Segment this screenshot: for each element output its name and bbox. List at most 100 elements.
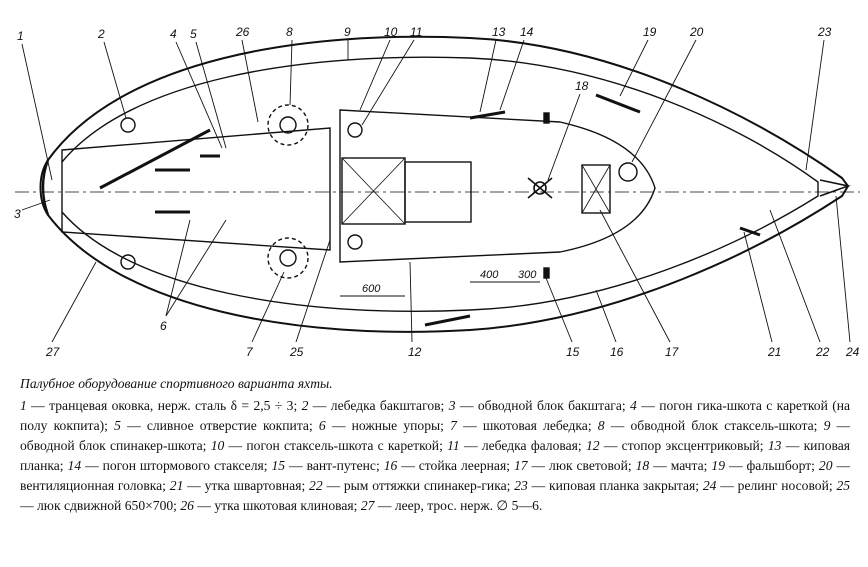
callout-18: 18 [575,79,589,93]
dimension-300: 300 [518,269,537,281]
caption-item-18: 18 — мачта; [635,458,708,473]
callout-5: 5 [190,27,197,41]
caption-item-16: 16 — стойка леерная; [383,458,510,473]
winches [120,104,363,279]
callout-24: 24 [845,345,860,359]
caption-item-text: стойка леерная; [418,458,510,473]
caption-item-number: 8 [597,418,605,433]
hatch-cross-2 [341,157,406,225]
hull-outline [39,35,850,333]
mast [527,177,553,199]
callout-14: 14 [520,25,534,39]
caption-item-10: 10 — погон стаксель-шкота с кареткой; [210,438,443,453]
caption-item-text: лебедка бакштагов; [330,398,445,413]
caption-title: Палубное оборудование спортивного вариан… [20,376,333,391]
callout-3: 3 [14,207,21,221]
caption-item-5: 5 — сливное отверстие кокпита; [114,418,313,433]
caption-item-text: вентиляционная головка; [20,478,166,493]
callout-25: 25 [289,345,304,359]
callout-4: 4 [170,27,177,41]
caption-item-14: 14 — погон штормового стакселя; [67,458,268,473]
caption-item-text: утка шкотовая клиновая; [214,498,358,513]
skylight [581,164,611,214]
caption-item-text: вант-путенс; [306,458,380,473]
caption-item-text: утка шварт­овная; [204,478,306,493]
caption-item-number: 22 [309,478,323,493]
callout-26: 26 [235,25,250,39]
caption-item-text: обводной блок стаксель-шкота; [630,418,818,433]
callout-10: 10 [384,25,398,39]
caption-item-23: 23 — киповая планка закрытая; [514,478,700,493]
caption-item-number: 4 [630,398,637,413]
caption-item-number: 11 [447,438,460,453]
caption-item-text: погон штормового стакселя; [102,458,268,473]
dimension-400: 400 [480,269,499,281]
caption-item-number: 20 [818,458,833,473]
caption-item-text: люк сдвижной 650×700; [37,498,177,513]
dimension-marks [340,281,540,297]
callout-20: 20 [689,25,704,39]
figure-caption: Палубное оборудование спортивного вариан… [20,374,850,516]
caption-item-9: 9 — обводной блок спинакер-шкота; [20,418,851,453]
caption-item-number: 7 [450,418,457,433]
caption-item-text: транцевая оковка, нерж. сталь δ = 2,5 ÷ … [49,398,298,413]
chainplate-upper [543,112,550,124]
caption-item-3: 3 — обводной блок бакштага; [448,398,626,413]
caption-item-number: 16 [383,458,398,473]
caption-item-22: 22 — рым оттяжки спинакер-гика; [309,478,511,493]
caption-item-6: 6 — ножные упоры; [318,418,444,433]
caption-item-number: 14 [67,458,82,473]
caption-item-number: 9 [823,418,831,433]
caption-item-text: рым оттяжки спинакер-гика; [343,478,511,493]
caption-item-text: релинг носовой; [737,478,833,493]
callout-8: 8 [286,25,293,39]
caption-item-2: 2 — лебедка бакштагов; [301,398,445,413]
caption-item-12: 12 — стопор эксцентриковый; [585,438,764,453]
leader-lines [21,39,851,343]
caption-item-21: 21 — утка шварт­овная; [169,478,306,493]
caption-item-number: 1 [20,398,27,413]
callout-19: 19 [643,25,657,39]
chainplate-lower [543,267,550,279]
callout-17: 17 [665,345,680,359]
callout-27: 27 [45,345,61,359]
caption-item-text: ножные упоры; [351,418,444,433]
caption-item-1: 1 — транцевая оковка, нерж. сталь δ = 2,… [20,398,298,413]
caption-item-19: 19 — фальшборт; [711,458,815,473]
callout-1: 1 [17,29,24,43]
callout-6: 6 [160,319,167,333]
callout-2: 2 [97,27,105,41]
caption-body: 1 — транцевая оковка, нерж. сталь δ = 2,… [20,396,850,516]
deck-plan-figure: 600 400 300 1 2 3 4 5 26 8 9 10 11 13 14… [14,25,860,359]
caption-item-text: киповая планка; [20,438,851,473]
dimension-600: 600 [362,283,381,295]
mainsheet-traveller [99,128,211,190]
caption-item-text: люк световой; [549,458,632,473]
caption-item-number: 13 [767,438,782,453]
caption-item-27: 27 — леер, трос. нерж. ∅ 5—6. [360,498,543,513]
caption-item-number: 2 [301,398,309,413]
callout-15: 15 [566,345,580,359]
caption-item-number: 12 [585,438,600,453]
vent-head [618,162,638,182]
caption-item-number: 25 [836,478,851,493]
caption-item-text: киповая планка закрытая; [549,478,700,493]
caption-item-number: 17 [513,458,528,473]
caption-item-text: обводной блок спинакер-шкота; [20,438,207,453]
callout-9: 9 [344,25,351,39]
caption-item-number: 3 [448,398,456,413]
caption-item-26: 26 — утка шкотовая клиновая; [180,498,358,513]
caption-item-number: 19 [711,458,725,473]
caption-item-number: 10 [210,438,225,453]
caption-item-number: 27 [360,498,375,513]
caption-item-number: 24 [702,478,717,493]
caption-item-text: стопор эксцентриковый; [621,438,764,453]
callout-16: 16 [610,345,624,359]
callout-11: 11 [410,25,422,39]
caption-item-text: сливное отверстие кокпита; [146,418,313,433]
fairlead-tracks [424,93,761,327]
transom [41,159,50,216]
caption-item-24: 24 — релинг носовой; [702,478,833,493]
caption-item-number: 6 [318,418,326,433]
callout-13: 13 [492,25,506,39]
